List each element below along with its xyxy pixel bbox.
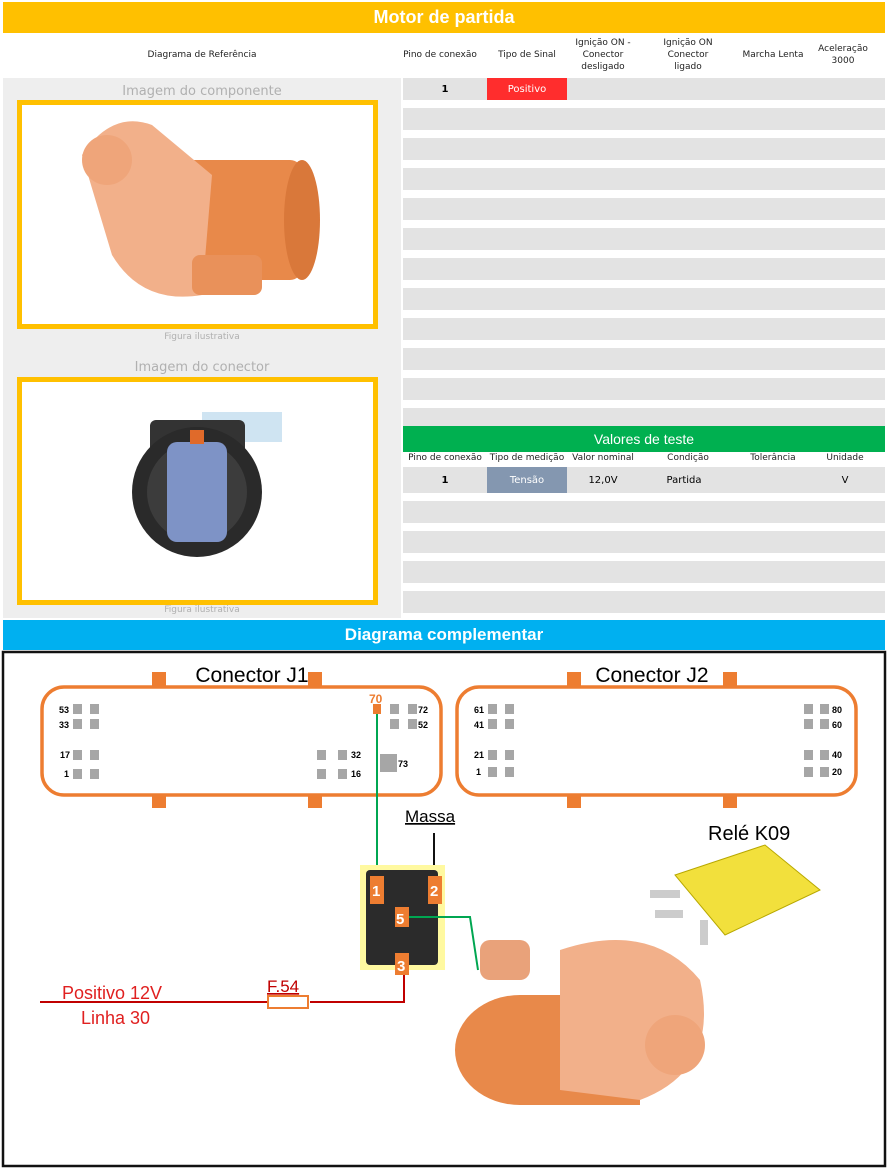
signal-badge: Positivo: [487, 78, 567, 100]
svg-text:16: 16: [351, 769, 361, 779]
component-image-label: Imagem do componente: [122, 84, 282, 99]
figure-caption-2: Figura ilustrativa: [164, 605, 240, 615]
svg-text:1: 1: [372, 883, 380, 900]
test-values-bar: Valores de teste: [403, 426, 885, 452]
svg-text:17: 17: [60, 750, 70, 760]
svg-text:61: 61: [474, 705, 484, 715]
test-table: 1 Tensão 12,0V Partida V: [403, 467, 885, 613]
svg-text:2: 2: [430, 883, 438, 900]
unit-cell: V: [841, 474, 849, 486]
relay-socket: 1 2 5 3: [360, 865, 445, 975]
complementary-bar: Diagrama complementar: [3, 620, 885, 650]
svg-text:73: 73: [398, 759, 408, 769]
svg-text:40: 40: [832, 750, 842, 760]
connector-image-label: Imagem do conector: [134, 360, 270, 375]
svg-text:1: 1: [64, 769, 69, 779]
test-header-pin: Pino de conexão: [408, 453, 482, 463]
component-image: [17, 100, 378, 329]
test-header-unit: Unidade: [826, 453, 864, 463]
header-accel: Aceleração 3000: [818, 44, 868, 66]
line30-label: Linha 30: [81, 1008, 150, 1028]
nominal-cell: 12,0V: [588, 474, 618, 486]
header-signal: Tipo de Sinal: [498, 50, 556, 60]
connector-image: [17, 377, 378, 605]
fuse-label: F.54: [267, 977, 299, 996]
header-diagram: Diagrama de Referência: [147, 50, 257, 60]
test-header-condition: Condição: [667, 453, 709, 463]
header-idle: Marcha Lenta: [742, 50, 804, 60]
figure-caption-1: Figura ilustrativa: [164, 332, 240, 342]
svg-text:3: 3: [397, 958, 405, 975]
pin-cell: 1: [441, 474, 449, 486]
test-header-nominal: Valor nominal: [572, 453, 634, 463]
relay-label: Relé K09: [708, 823, 790, 845]
j2-label: Conector J2: [595, 664, 708, 687]
svg-text:33: 33: [59, 720, 69, 730]
j1-label: Conector J1: [195, 664, 308, 687]
connector-icon: [132, 412, 282, 557]
connector-j2: Conector J2 61 41 21 1 80 60 40 20: [455, 664, 858, 808]
svg-text:70: 70: [369, 692, 383, 706]
svg-text:1: 1: [476, 767, 481, 777]
header-ign-off: Ignição ON - Conector desligado: [575, 38, 631, 72]
svg-text:52: 52: [418, 720, 428, 730]
svg-text:60: 60: [832, 720, 842, 730]
supply-label: Positivo 12V: [62, 983, 162, 1003]
ground-label: Massa: [405, 807, 456, 826]
svg-text:21: 21: [474, 750, 484, 760]
title-bar: Motor de partida: [3, 2, 885, 33]
table-row: 1 Tensão 12,0V Partida V: [403, 467, 885, 493]
svg-text:72: 72: [418, 705, 428, 715]
svg-text:80: 80: [832, 705, 842, 715]
condition-cell: Partida: [666, 474, 702, 486]
table-row: 1 Positivo: [403, 78, 885, 100]
relay-icon: [650, 844, 821, 945]
svg-text:32: 32: [351, 750, 361, 760]
test-header-measure: Tipo de medição: [489, 453, 565, 463]
pin-cell: 1: [441, 83, 449, 95]
svg-text:41: 41: [474, 720, 484, 730]
svg-text:5: 5: [396, 911, 404, 928]
test-header-tolerance: Tolerância: [750, 453, 796, 463]
svg-text:20: 20: [832, 767, 842, 777]
starter-motor-icon: [82, 121, 320, 297]
pin-table: 1 Positivo: [403, 78, 885, 430]
starter-motor-icon: [455, 940, 705, 1105]
svg-text:53: 53: [59, 705, 69, 715]
connector-j1: Conector J1 53 33 17 1 72 52 32 16 73 70: [40, 664, 443, 808]
header-pin: Pino de conexão: [403, 50, 477, 60]
header-ign-on: Ignição ON Conector ligado: [663, 38, 713, 72]
measure-badge: Tensão: [487, 467, 567, 493]
